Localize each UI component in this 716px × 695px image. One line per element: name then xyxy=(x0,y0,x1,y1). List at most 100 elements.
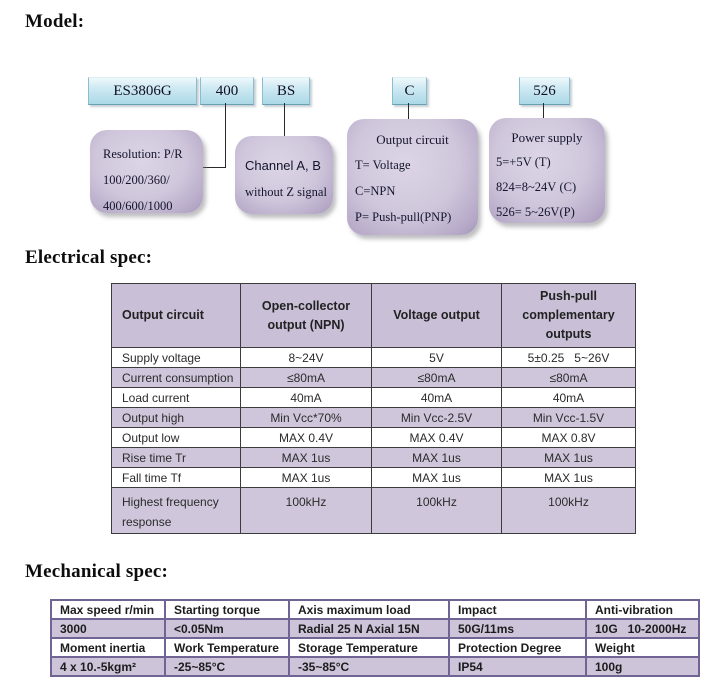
mechanical-value-row-2: 4 x 10.-5kgm² -25~85°C -35~85°C IP54 100… xyxy=(50,656,700,677)
spec-value: MAX 0.4V xyxy=(371,427,502,448)
note-power-supply-title: Power supply xyxy=(511,130,583,145)
model-code-bs: BS xyxy=(262,77,310,105)
electrical-section-title: Electrical spec: xyxy=(25,247,153,268)
note-output-circuit: Output circuit T= Voltage C=NPN P= Push-… xyxy=(347,119,478,235)
spec-label: Highest frequency response xyxy=(111,487,241,534)
mechanical-header-row-1: Max speed r/min Starting torque Axis max… xyxy=(50,599,700,620)
note-channel-line: Channel A, B xyxy=(245,158,321,173)
model-code-c: C xyxy=(392,77,427,105)
electrical-header-cell: Push-pull complementary outputs xyxy=(501,283,636,348)
spec-label: Fall time Tf xyxy=(111,467,241,488)
spec-value: Min Vcc-1.5V xyxy=(501,407,636,428)
spec-value: MAX 1us xyxy=(371,447,502,468)
mechanical-header-row-2: Moment inertia Work Temperature Storage … xyxy=(50,637,700,658)
mechanical-section-title: Mechanical spec: xyxy=(25,561,169,582)
note-resolution: Resolution: P/R 100/200/360/ 400/600/100… xyxy=(90,130,203,213)
spec-label: Moment inertia xyxy=(50,637,166,658)
spec-label: Anti-vibration xyxy=(585,599,700,620)
spec-value: 100kHz xyxy=(240,487,372,534)
spec-label: Output high xyxy=(111,407,241,428)
table-row-fall-time: Fall time Tf MAX 1us MAX 1us MAX 1us xyxy=(111,467,636,488)
spec-label: Protection Degree xyxy=(448,637,587,658)
spec-value: 100kHz xyxy=(501,487,636,534)
spec-label: Weight xyxy=(585,637,700,658)
spec-label: Axis maximum load xyxy=(288,599,450,620)
spec-value: 8~24V xyxy=(240,347,372,368)
spec-label: Starting torque xyxy=(164,599,290,620)
spec-value: 3000 xyxy=(50,618,166,639)
table-row-supply-voltage: Supply voltage 8~24V 5V 5±0.25 5~26V xyxy=(111,347,636,368)
spec-label: Impact xyxy=(448,599,587,620)
note-power-supply-line: 526= 5~26V(P) xyxy=(496,205,575,219)
spec-value: <0.05Nm xyxy=(164,618,290,639)
spec-value: Radial 25 N Axial 15N xyxy=(288,618,450,639)
table-row-rise-time: Rise time Tr MAX 1us MAX 1us MAX 1us xyxy=(111,447,636,468)
model-section-title: Model: xyxy=(25,11,85,32)
spec-value: -25~85°C xyxy=(164,656,290,677)
model-code-400: 400 xyxy=(200,77,254,105)
connector-line-526 xyxy=(543,103,544,119)
spec-label: Rise time Tr xyxy=(111,447,241,468)
model-code-es3806g: ES3806G xyxy=(88,77,197,105)
spec-value: Min Vcc*70% xyxy=(240,407,372,428)
table-row-output-low: Output low MAX 0.4V MAX 0.4V MAX 0.8V xyxy=(111,427,636,448)
spec-value: -35~85°C xyxy=(288,656,450,677)
electrical-header-cell: Voltage output xyxy=(371,283,502,348)
mechanical-value-row-1: 3000 <0.05Nm Radial 25 N Axial 15N 50G/1… xyxy=(50,618,700,639)
spec-value: MAX 0.4V xyxy=(240,427,372,448)
connector-line-400 xyxy=(225,103,226,168)
spec-label: Output low xyxy=(111,427,241,448)
spec-value: 100kHz xyxy=(371,487,502,534)
note-power-supply: Power supply 5=+5V (T) 824=8~24V (C) 526… xyxy=(489,118,605,223)
electrical-header-cell: Open-collector output (NPN) xyxy=(240,283,372,348)
connector-line-400-horizontal xyxy=(202,167,226,168)
note-resolution-line: 100/200/360/ xyxy=(103,173,170,187)
spec-label: Current consumption xyxy=(111,367,241,388)
spec-value: 5±0.25 5~26V xyxy=(501,347,636,368)
note-resolution-line: 400/600/1000 xyxy=(103,199,173,213)
note-channel: Channel A, B without Z signal xyxy=(235,136,333,214)
spec-value: 40mA xyxy=(371,387,502,408)
spec-label: Work Temperature xyxy=(164,637,290,658)
spec-value: Min Vcc-2.5V xyxy=(371,407,502,428)
spec-value: 50G/11ms xyxy=(448,618,587,639)
spec-value: ≤80mA xyxy=(501,367,636,388)
table-row-load-current: Load current 40mA 40mA 40mA xyxy=(111,387,636,408)
spec-label: Storage Temperature xyxy=(288,637,450,658)
spec-value: MAX 0.8V xyxy=(501,427,636,448)
table-row-current-consumption: Current consumption ≤80mA ≤80mA ≤80mA xyxy=(111,367,636,388)
note-channel-line: without Z signal xyxy=(245,185,327,199)
electrical-header-cell: Output circuit xyxy=(111,283,241,348)
spec-value: ≤80mA xyxy=(240,367,372,388)
spec-value: 10G 10-2000Hz xyxy=(585,618,700,639)
spec-value: MAX 1us xyxy=(371,467,502,488)
spec-label: Load current xyxy=(111,387,241,408)
note-power-supply-line: 824=8~24V (C) xyxy=(496,180,577,194)
spec-label: Supply voltage xyxy=(111,347,241,368)
spec-value: 5V xyxy=(371,347,502,368)
note-power-supply-line: 5=+5V (T) xyxy=(496,155,551,169)
model-code-526: 526 xyxy=(519,77,570,105)
spec-value: 40mA xyxy=(501,387,636,408)
spec-value: IP54 xyxy=(448,656,587,677)
spec-value: MAX 1us xyxy=(501,467,636,488)
table-row-output-high: Output high Min Vcc*70% Min Vcc-2.5V Min… xyxy=(111,407,636,428)
connector-line-bs xyxy=(284,103,285,137)
spec-label: Max speed r/min xyxy=(50,599,166,620)
spec-value: MAX 1us xyxy=(240,467,372,488)
note-output-circuit-title: Output circuit xyxy=(376,132,449,147)
note-output-circuit-line: C=NPN xyxy=(355,184,396,198)
mechanical-spec-table: Max speed r/min Starting torque Axis max… xyxy=(50,599,700,677)
spec-value: 40mA xyxy=(240,387,372,408)
table-row-highest-frequency: Highest frequency response 100kHz 100kHz… xyxy=(111,487,636,534)
spec-value: MAX 1us xyxy=(240,447,372,468)
spec-value: 4 x 10.-5kgm² xyxy=(50,656,166,677)
spec-value: MAX 1us xyxy=(501,447,636,468)
note-output-circuit-line: P= Push-pull(PNP) xyxy=(355,210,452,224)
note-resolution-line: Resolution: P/R xyxy=(103,147,183,161)
spec-value: ≤80mA xyxy=(371,367,502,388)
connector-line-c xyxy=(408,103,409,120)
spec-value: 100g xyxy=(585,656,700,677)
electrical-spec-table: Output circuit Open-collector output (NP… xyxy=(111,283,636,534)
